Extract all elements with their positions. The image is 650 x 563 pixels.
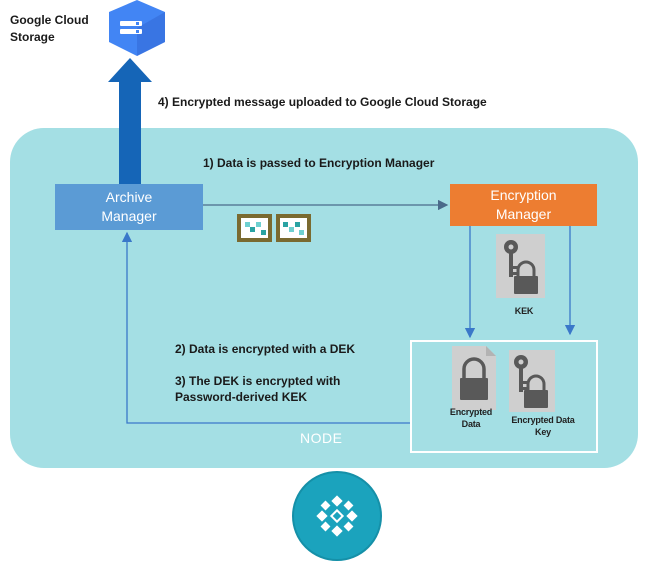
arrow-return-to-archive [121, 231, 410, 424]
encryption-manager-box: Encryption Manager [450, 184, 597, 226]
encryption-manager-label: Encryption Manager [490, 187, 557, 222]
gcs-title: Google Cloud Storage [10, 13, 89, 44]
upload-arrow [108, 58, 152, 185]
node-logo-icon [292, 471, 382, 561]
archive-manager-box: Archive Manager [55, 184, 203, 230]
encrypted-data-key-icon [509, 350, 555, 412]
step-2-label: 2) Data is encrypted with a DEK [175, 342, 356, 356]
encrypted-data-label: Encrypted Data [449, 407, 493, 429]
kek-icon [496, 234, 545, 298]
step-3-label: 3) The DEK is encrypted with Password-de… [175, 374, 341, 404]
node-label: NODE [300, 430, 343, 446]
step-4-label: 4) Encrypted message uploaded to Google … [158, 95, 487, 109]
encrypted-data-key-label: Encrypted Data Key [511, 415, 575, 437]
encrypted-output-box [410, 340, 598, 453]
step-1-label: 1) Data is passed to Encryption Manager [203, 156, 435, 170]
encrypted-data-icon [452, 346, 496, 410]
kek-label: KEK [514, 306, 534, 316]
data-blocks-icon [237, 214, 311, 242]
google-cloud-storage-icon [109, 0, 165, 56]
archive-manager-label: Archive Manager [101, 189, 157, 224]
